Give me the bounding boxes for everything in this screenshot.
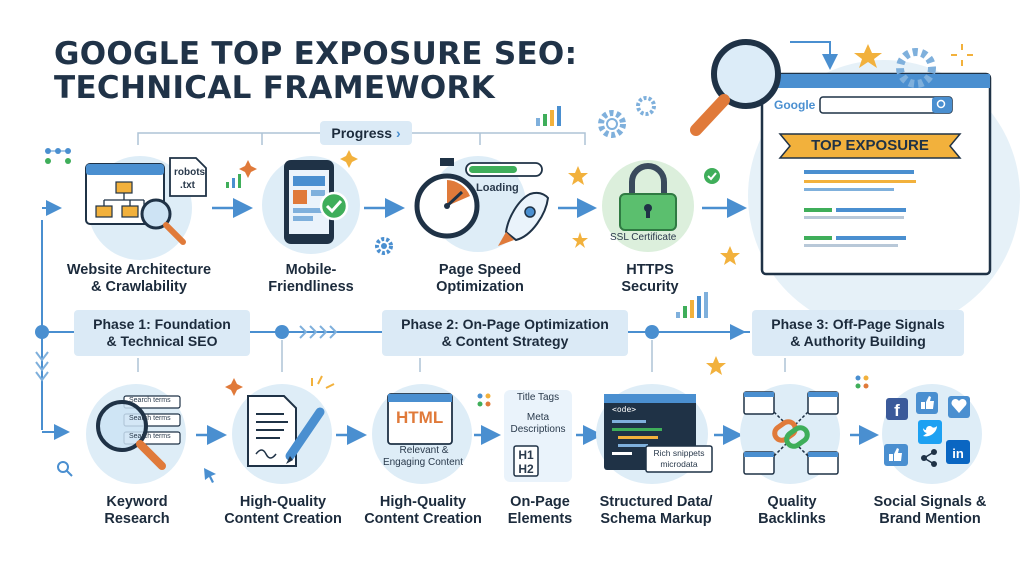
h2-text: H2 xyxy=(518,462,534,476)
check-badge-icon xyxy=(319,191,349,221)
gear-small-icon xyxy=(375,237,393,255)
sparkle-icon-3 xyxy=(225,378,243,396)
magnifier-icon xyxy=(140,198,186,245)
sparkle-icon-2 xyxy=(340,150,358,168)
social-icons: f in xyxy=(884,392,970,467)
star-icon-2 xyxy=(572,232,588,248)
relevant-text-1: Relevant & xyxy=(399,445,449,456)
star-icon-4 xyxy=(854,44,882,68)
rich-snippets-text-2: microdata xyxy=(660,459,698,469)
sparkle-burst-icon xyxy=(951,44,973,66)
rich-snippets-text-1: Rich snippets xyxy=(653,448,705,458)
star-icon-5 xyxy=(706,356,726,375)
top-exposure-banner: TOP EXPOSURE xyxy=(811,137,929,154)
small-search-icon xyxy=(57,461,73,477)
star-icon-3 xyxy=(720,246,740,265)
page-title-line-2: TECHNICAL FRAMEWORK xyxy=(54,70,495,106)
svg-text:in: in xyxy=(952,446,964,461)
rocket-icon xyxy=(498,191,550,246)
step-mobile-friendliness: Mobile-Friendliness xyxy=(268,262,354,295)
bar-chart-icon-2 xyxy=(676,292,708,318)
linkedin-icon: in xyxy=(946,440,970,464)
browser-window-icon xyxy=(760,72,992,276)
html-window-icon xyxy=(387,393,453,445)
h1-text: H1 xyxy=(518,448,534,462)
svg-text:f: f xyxy=(894,401,900,420)
code-window-icon xyxy=(604,394,713,473)
star-icon xyxy=(568,166,588,185)
backlinks-icon xyxy=(743,391,839,475)
like-icon xyxy=(916,392,938,414)
page-title-line-1: GOOGLE TOP EXPOSURE SEO: xyxy=(54,36,578,72)
ssl-text: SSL Certificate xyxy=(610,232,677,243)
phase-3-box: Phase 3: Off-Page Signals& Authority Bui… xyxy=(752,310,964,356)
step-social-signals: Social Signals &Brand Mention xyxy=(873,494,987,527)
heart-icon xyxy=(948,396,970,418)
twitter-icon xyxy=(918,420,942,444)
facebook-icon: f xyxy=(886,398,908,420)
robots-file-icon xyxy=(169,157,207,197)
search-terms-1: Search terms xyxy=(129,397,171,404)
step-website-architecture: Website Architecture& Crawlability xyxy=(66,262,212,295)
phone-icon xyxy=(284,160,334,244)
meta-text-2: Descriptions xyxy=(510,424,566,435)
google-logo: Google xyxy=(774,98,816,112)
bar-chart-icon xyxy=(536,106,561,126)
search-terms-2: Search terms xyxy=(129,415,171,422)
step-structured-data: Structured Data/Schema Markup xyxy=(599,494,713,527)
loading-text: Loading xyxy=(476,182,519,194)
sparkle-icon xyxy=(239,160,257,178)
dots-icon-2 xyxy=(855,375,869,389)
code-text: <ode> xyxy=(612,405,637,414)
network-icon xyxy=(45,148,71,164)
share-icon xyxy=(921,449,937,467)
robots-text-2: .txt xyxy=(180,180,195,191)
robots-text-1: robots xyxy=(174,167,206,178)
title-tags-text: Title Tags xyxy=(516,392,560,403)
search-terms-3: Search terms xyxy=(129,433,171,440)
green-check-icon xyxy=(704,168,720,184)
dots-icon xyxy=(477,393,491,407)
like-icon-2 xyxy=(884,444,908,466)
loading-bar-icon xyxy=(465,162,543,177)
gears-icon xyxy=(598,96,656,138)
meta-text-1: Meta xyxy=(526,412,550,423)
keyword-magnifier-icon xyxy=(96,400,166,470)
progress-label: Progress › xyxy=(320,121,412,145)
big-magnifier-icon xyxy=(690,39,781,136)
document-icon xyxy=(247,395,297,467)
sparkle-lines-icon xyxy=(311,375,335,389)
relevant-text-2: Engaging Content xyxy=(382,457,464,468)
phase-1-box: Phase 1: Foundation& Technical SEO xyxy=(74,310,250,356)
stopwatch-icon xyxy=(414,158,480,239)
mini-chart-icon xyxy=(226,174,241,188)
gear-large-icon xyxy=(896,48,936,88)
html-label: HTML xyxy=(396,408,444,427)
pen-icon xyxy=(285,407,325,464)
padlock-icon xyxy=(619,163,677,231)
phase-2-box: Phase 2: On-Page Optimization& Content S… xyxy=(382,310,628,356)
cursor-icon xyxy=(204,468,216,483)
